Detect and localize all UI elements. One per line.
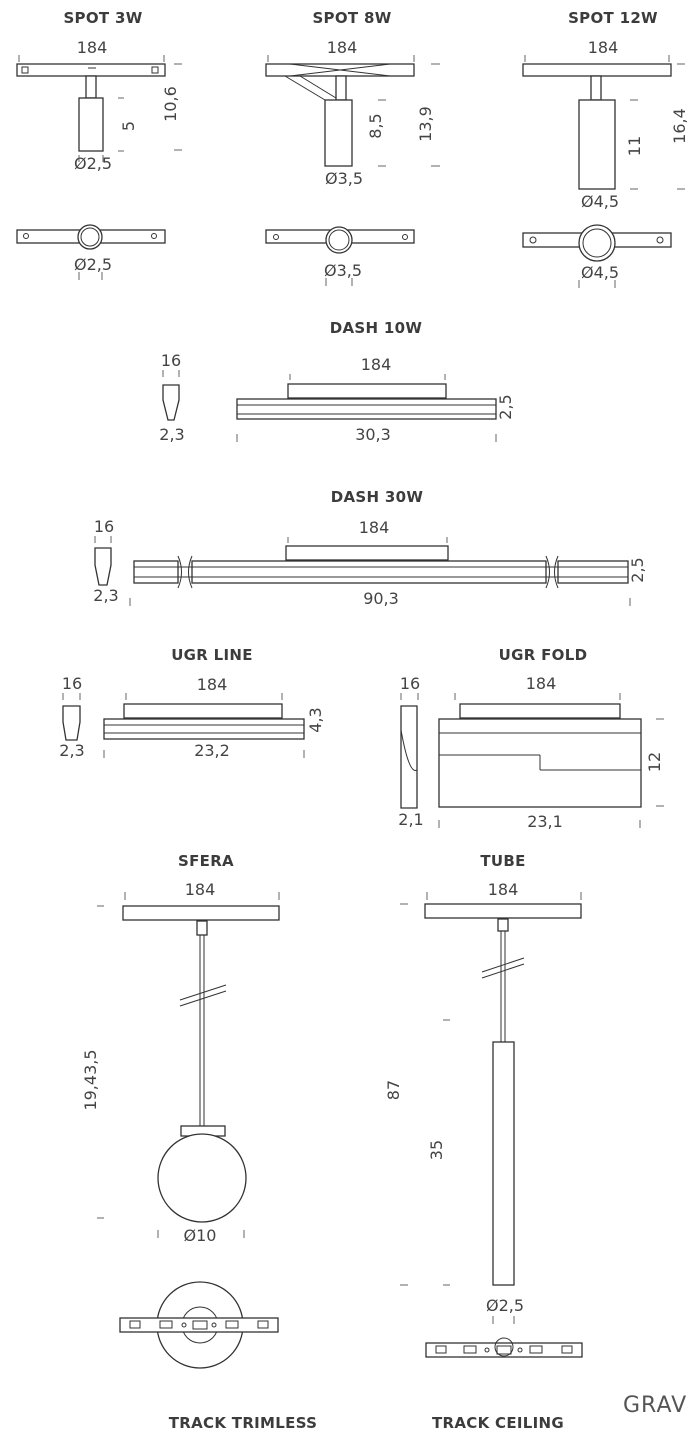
spot-8w-diam-dim: Ø3,5 — [325, 169, 363, 188]
spot-8w-group: SPOT 8W 184 13,9 8,5 Ø3,5 Ø3,5 — [265, 9, 440, 286]
dash-10w-track-dim: 184 — [361, 355, 392, 374]
ugr-line-body — [103, 718, 305, 740]
track-trimless-label: TRACK TRIMLESS — [169, 1414, 317, 1432]
dash-30w-track-dim: 184 — [359, 518, 390, 537]
ugr-line-length-dim: 23,2 — [194, 741, 230, 760]
track-trimless-view — [119, 1281, 279, 1369]
spot-12w-body-dim: 11 — [625, 136, 644, 156]
ugr-line-width-dim: 16 — [62, 674, 82, 693]
ugr-line-track-dim: 184 — [197, 675, 228, 694]
ugr-line-title: UGR LINE — [171, 646, 253, 664]
spot-12w-title: SPOT 12W — [568, 9, 658, 27]
dash-10w-length-dim: 30,3 — [355, 425, 391, 444]
dash-30w-body — [133, 555, 629, 589]
dash-30w-adapter — [285, 545, 449, 561]
spot-8w-body — [324, 99, 353, 167]
dash-30w-depth-dim: 2,3 — [93, 586, 118, 605]
spot-3w-body-dim: 5 — [119, 121, 138, 131]
tube-body-dim: 35 — [427, 1140, 446, 1160]
ugr-line-adapter — [123, 703, 283, 719]
dash-10w-title: DASH 10W — [330, 319, 423, 337]
ugr-fold-title: UGR FOLD — [499, 646, 588, 664]
tube-drop-dim: 87 — [384, 1080, 403, 1100]
spot-12w-group: SPOT 12W 184 11 16,4 Ø4,5 Ø4,5 — [522, 9, 689, 288]
spot-12w-top-diam: Ø4,5 — [581, 263, 619, 282]
dash-10w-width-dim: 16 — [161, 351, 181, 370]
ugr-line-depth-dim: 2,3 — [59, 741, 84, 760]
dash-10w-body — [236, 398, 497, 420]
tube-body — [492, 1041, 515, 1286]
spot-3w-track-dim: 184 — [77, 38, 108, 57]
spot-3w-group: SPOT 3W 184 10,6 5 Ø2,5 Ø2,5 — [16, 9, 182, 280]
dash-30w-profile — [94, 547, 112, 586]
spot-8w-body-dim: 8,5 — [366, 113, 385, 138]
ugr-fold-depth-dim: 2,1 — [398, 810, 423, 829]
ugr-line-height-dim: 4,3 — [306, 707, 325, 732]
spot-3w-body — [78, 97, 104, 152]
ugr-fold-height-dim: 12 — [645, 752, 664, 772]
spot-12w-adapter — [522, 63, 672, 77]
spot-3w-title: SPOT 3W — [63, 9, 142, 27]
dash-10w-adapter — [287, 383, 447, 399]
spot-8w-total-dim: 13,9 — [416, 106, 435, 142]
ugr-fold-width-dim: 16 — [400, 674, 420, 693]
sfera-group: SFERA 184 19,43,5 Ø10 — [81, 852, 280, 1245]
spot-3w-total-dim: 10,6 — [161, 86, 180, 122]
dash-10w-profile — [162, 384, 180, 421]
spot-12w-total-dim: 16,4 — [670, 108, 689, 144]
dash-30w-group: DASH 30W 16 2,3 184 2,5 90,3 — [93, 488, 647, 608]
spot-3w-adapter — [16, 63, 166, 77]
tube-title: TUBE — [480, 852, 525, 870]
tube-adapter — [424, 903, 582, 919]
spot-12w-diam-dim: Ø4,5 — [581, 192, 619, 211]
brand-logo-text: GRAV — [623, 1393, 687, 1418]
ugr-fold-adapter — [459, 703, 621, 719]
dash-30w-height-dim: 2,5 — [628, 557, 647, 582]
dash-10w-height-dim: 2,5 — [496, 394, 515, 419]
spot-8w-track-dim: 184 — [327, 38, 358, 57]
ugr-fold-length-dim: 23,1 — [527, 812, 563, 831]
sfera-globe — [157, 1133, 247, 1223]
sfera-track-dim: 184 — [185, 880, 216, 899]
ugr-fold-profile — [400, 705, 418, 809]
spot-3w-diam-dim: Ø2,5 — [74, 154, 112, 173]
spot-8w-top-diam: Ø3,5 — [324, 261, 362, 280]
tube-group: TUBE 184 87 35 Ø2,5 — [384, 852, 582, 1324]
dash-10w-depth-dim: 2,3 — [159, 425, 184, 444]
ugr-fold-group: UGR FOLD 16 2,1 184 12 23,1 — [398, 646, 664, 831]
dash-30w-length-dim: 90,3 — [363, 589, 399, 608]
spot-12w-track-dim: 184 — [588, 38, 619, 57]
track-ceiling-label: TRACK CEILING — [432, 1414, 564, 1432]
dash-30w-title: DASH 30W — [331, 488, 424, 506]
sfera-adapter — [122, 905, 280, 921]
ugr-line-group: UGR LINE 16 2,3 184 4,3 23,2 — [59, 646, 325, 760]
sfera-diam-dim: Ø10 — [184, 1226, 217, 1245]
ugr-line-profile — [62, 705, 81, 741]
dash-30w-width-dim: 16 — [94, 517, 114, 536]
sfera-drop-dim: 19,43,5 — [81, 1049, 100, 1110]
tube-diam-dim: Ø2,5 — [486, 1296, 524, 1315]
ugr-fold-track-dim: 184 — [526, 674, 557, 693]
spot-3w-top-diam: Ø2,5 — [74, 255, 112, 274]
track-ceiling-view — [425, 1337, 583, 1358]
spot-12w-body — [578, 99, 616, 190]
tube-track-dim: 184 — [488, 880, 519, 899]
dash-10w-group: DASH 10W 16 2,3 184 2,5 30,3 — [159, 319, 515, 444]
sfera-title: SFERA — [178, 852, 234, 870]
spot-8w-title: SPOT 8W — [312, 9, 391, 27]
